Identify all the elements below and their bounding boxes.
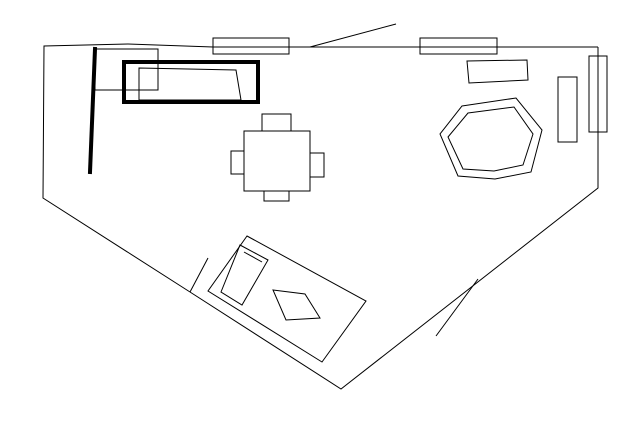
window-top-right (419, 37, 498, 55)
right-exterior-line (435, 278, 479, 337)
chair-top (261, 113, 292, 132)
rug-outer (439, 97, 543, 180)
dining-table (243, 130, 311, 192)
rug-inner (447, 106, 534, 172)
sofa (122, 60, 260, 104)
bookshelf (557, 76, 578, 143)
coffee-table (272, 289, 321, 321)
chair-bottom (263, 190, 290, 202)
window-top-left (212, 37, 290, 55)
room-outer-wall (42, 43, 191, 293)
chair-left (230, 150, 245, 175)
left-thick-wall (87, 46, 98, 175)
room-outer-wall-upper-right (127, 43, 598, 48)
side-cabinet (466, 59, 529, 84)
left-wall-fixture (94, 48, 159, 91)
tv-unit-inner-line (243, 251, 263, 263)
sofa-cushion (138, 67, 242, 101)
room-outer-wall-right (189, 47, 599, 390)
chair-right (309, 152, 325, 178)
top-exterior-line (309, 23, 397, 48)
window-right-wall (588, 55, 608, 133)
entry-wall-segment (189, 257, 209, 293)
tv-unit (220, 244, 269, 306)
media-console-frame (207, 235, 367, 363)
